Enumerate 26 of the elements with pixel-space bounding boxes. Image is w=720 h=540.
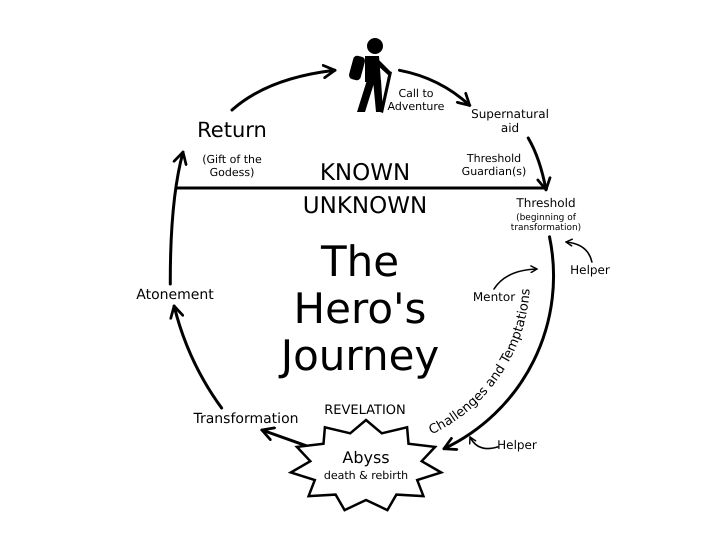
sub-label: (Gift of the Godess) [201, 154, 263, 180]
arrow [526, 136, 552, 192]
arrow [442, 235, 555, 450]
pointer-arrow [565, 238, 593, 263]
arrow [168, 150, 188, 286]
edge-label: Threshold Guardian(s) [460, 153, 528, 178]
text-label: UNKNOWN [302, 193, 428, 220]
title: The Hero's Journey [278, 238, 440, 380]
text-label: Helper [493, 437, 541, 455]
text-label: Helper [566, 262, 614, 280]
text-label: Supernatural aid [462, 106, 558, 138]
pointer-arrow [493, 265, 538, 290]
text-label: Abyss [342, 449, 390, 468]
text-label: Atonement [128, 285, 222, 305]
text-label: Threshold [516, 196, 576, 211]
arrow [230, 64, 336, 112]
sub-label: death & rebirth [324, 470, 408, 483]
text-label: Transformation [185, 409, 307, 429]
text-label: Return [197, 118, 267, 142]
arrow [398, 68, 472, 107]
node-caption: REVELATION [323, 404, 407, 419]
text-label: KNOWN [318, 160, 412, 186]
edge-label: Call to Adventure [386, 88, 446, 114]
sub-label: (beginning of transformation) [510, 212, 582, 234]
arrow [170, 304, 224, 410]
pointer-arrow [469, 436, 499, 450]
